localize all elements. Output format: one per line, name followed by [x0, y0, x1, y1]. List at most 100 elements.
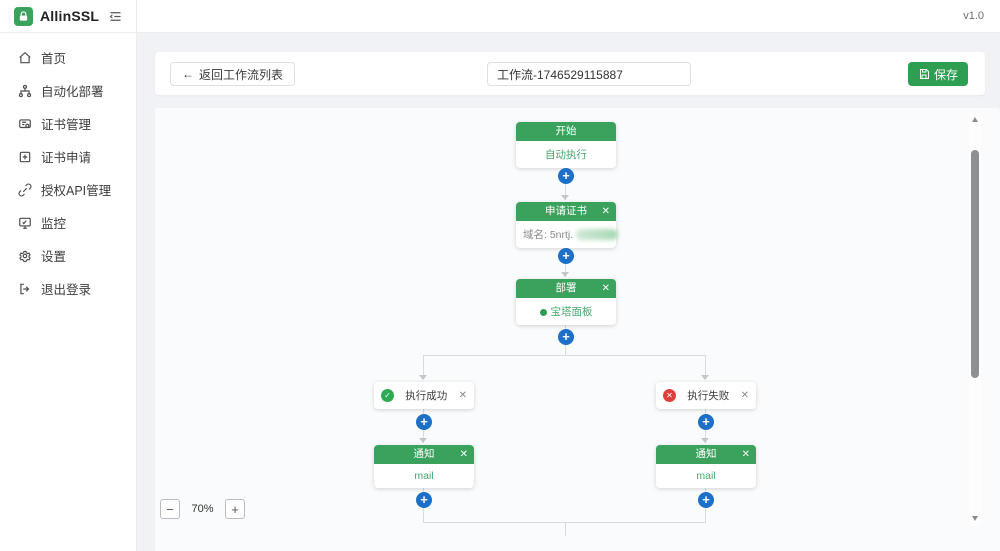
home-icon: [17, 50, 32, 65]
node-title: 部署: [555, 282, 577, 294]
save-button-label: 保存: [933, 67, 958, 82]
node-notify-body: mail: [414, 470, 434, 482]
sidebar: AllinSSL 首页 自动化部署 证书管理 证书申请: [0, 0, 137, 551]
success-icon: ✓: [381, 389, 394, 402]
connector-line: [705, 355, 706, 379]
sidebar-item-label: 证书申请: [41, 151, 92, 165]
workflow-toolbar: ← 返回工作流列表 保存: [155, 52, 985, 95]
close-icon[interactable]: ✕: [601, 283, 610, 294]
add-node-button[interactable]: +: [416, 492, 432, 508]
scroll-down-icon[interactable]: [972, 516, 978, 521]
save-button[interactable]: 保存: [907, 62, 968, 86]
sidebar-item-cert-apply[interactable]: 证书申请: [0, 140, 136, 173]
add-node-button[interactable]: +: [416, 414, 432, 430]
branch-split-line: [423, 355, 706, 356]
link-icon: [17, 182, 32, 197]
sidebar-collapse-icon[interactable]: [108, 8, 124, 24]
node-start-header: 开始: [516, 122, 616, 141]
provider-name: 宝塔面板: [550, 306, 593, 318]
sidebar-item-auto-deploy[interactable]: 自动化部署: [0, 74, 136, 107]
node-apply-certificate[interactable]: 申请证书 ✕ 域名: 5nrtj.: [516, 202, 619, 248]
arrow-down-icon: [419, 438, 427, 443]
add-node-button[interactable]: +: [558, 168, 574, 184]
gear-icon: [17, 248, 32, 263]
zoom-out-button[interactable]: −: [160, 499, 180, 519]
node-title: 开始: [555, 125, 577, 137]
logout-icon: [17, 281, 32, 296]
save-icon: [919, 69, 929, 79]
sidebar-item-api-auth[interactable]: 授权API管理: [0, 173, 136, 206]
scroll-up-icon[interactable]: [972, 117, 978, 122]
node-deploy-header: 部署 ✕: [516, 279, 616, 298]
sidebar-item-home[interactable]: 首页: [0, 41, 136, 74]
domain-label: 域名: 5nrtj.: [523, 229, 574, 241]
connector-line: [565, 522, 566, 536]
node-branch-fail[interactable]: ✕ 执行失败 ✕: [656, 382, 756, 409]
branch-label: 执行成功: [405, 390, 448, 402]
connector-line: [423, 355, 424, 379]
node-apply-header: 申请证书 ✕: [516, 202, 616, 221]
branch-merge-line: [423, 522, 706, 523]
sidebar-item-label: 监控: [41, 217, 67, 231]
scrollbar-thumb[interactable]: [971, 150, 979, 378]
sidebar-item-logout[interactable]: 退出登录: [0, 272, 136, 305]
vertical-scrollbar[interactable]: [969, 112, 981, 526]
node-title: 申请证书: [545, 205, 587, 217]
arrow-down-icon: [419, 375, 427, 380]
add-node-button[interactable]: +: [698, 492, 714, 508]
node-apply-body: 域名: 5nrtj.: [516, 221, 619, 248]
node-start[interactable]: 开始 自动执行: [516, 122, 616, 168]
back-to-workflow-list-button[interactable]: ← 返回工作流列表: [170, 62, 296, 86]
zoom-in-button[interactable]: +: [225, 499, 245, 519]
back-button-label: 返回工作流列表: [199, 67, 284, 82]
node-deploy-body: 宝塔面板: [516, 298, 616, 325]
sidebar-item-cert-manage[interactable]: 证书管理: [0, 107, 136, 140]
node-deploy[interactable]: 部署 ✕ 宝塔面板: [516, 279, 616, 325]
sidebar-item-settings[interactable]: 设置: [0, 239, 136, 272]
close-icon[interactable]: ✕: [459, 449, 468, 460]
zoom-level-label: 70%: [191, 503, 214, 515]
add-node-button[interactable]: +: [698, 414, 714, 430]
main-content: ← 返回工作流列表 保存: [137, 33, 1000, 551]
branch-label: 执行失败: [687, 390, 730, 402]
sidebar-item-label: 授权API管理: [41, 184, 112, 198]
redacted-domain: [576, 229, 619, 240]
error-icon: ✕: [663, 389, 676, 402]
topbar: v1.0: [137, 0, 1000, 33]
add-node-button[interactable]: +: [558, 248, 574, 264]
provider-logo-icon: [539, 308, 547, 316]
node-notify-body: mail: [696, 470, 716, 482]
close-icon[interactable]: ✕: [458, 390, 467, 401]
arrow-down-icon: [701, 438, 709, 443]
arrow-down-icon: [561, 272, 569, 277]
logo-row: AllinSSL: [0, 0, 136, 33]
node-title: 通知: [413, 448, 435, 460]
workflow-canvas[interactable]: 开始 自动执行 + 申请证书 ✕ 域名: 5nrtj. +: [155, 108, 1000, 551]
back-arrow-icon: ←: [182, 67, 194, 81]
sidebar-item-label: 退出登录: [41, 283, 92, 297]
sidebar-item-monitor[interactable]: 监控: [0, 206, 136, 239]
certificate-icon: [17, 116, 32, 131]
node-notify-success[interactable]: 通知 ✕ mail: [374, 445, 474, 488]
node-branch-success[interactable]: ✓ 执行成功 ✕: [374, 382, 474, 409]
plus-square-icon: [17, 149, 32, 164]
sidebar-item-label: 首页: [41, 52, 67, 66]
node-start-body: 自动执行: [545, 149, 587, 161]
close-icon[interactable]: ✕: [741, 449, 750, 460]
arrow-down-icon: [701, 375, 709, 380]
workflow-icon: [17, 83, 32, 98]
close-icon[interactable]: ✕: [601, 206, 610, 217]
workflow-name-input[interactable]: [487, 62, 691, 86]
node-notify-fail[interactable]: 通知 ✕ mail: [656, 445, 756, 488]
sidebar-item-label: 设置: [41, 250, 67, 264]
close-icon[interactable]: ✕: [740, 390, 749, 401]
zoom-controls: − 70% +: [160, 499, 245, 519]
sidebar-item-label: 自动化部署: [41, 85, 104, 99]
node-notify-header: 通知 ✕: [374, 445, 474, 464]
node-notify-header: 通知 ✕: [656, 445, 756, 464]
add-node-button[interactable]: +: [558, 329, 574, 345]
arrow-down-icon: [561, 195, 569, 200]
app-logo-lock-icon: [14, 6, 33, 26]
sidebar-item-label: 证书管理: [41, 118, 92, 132]
